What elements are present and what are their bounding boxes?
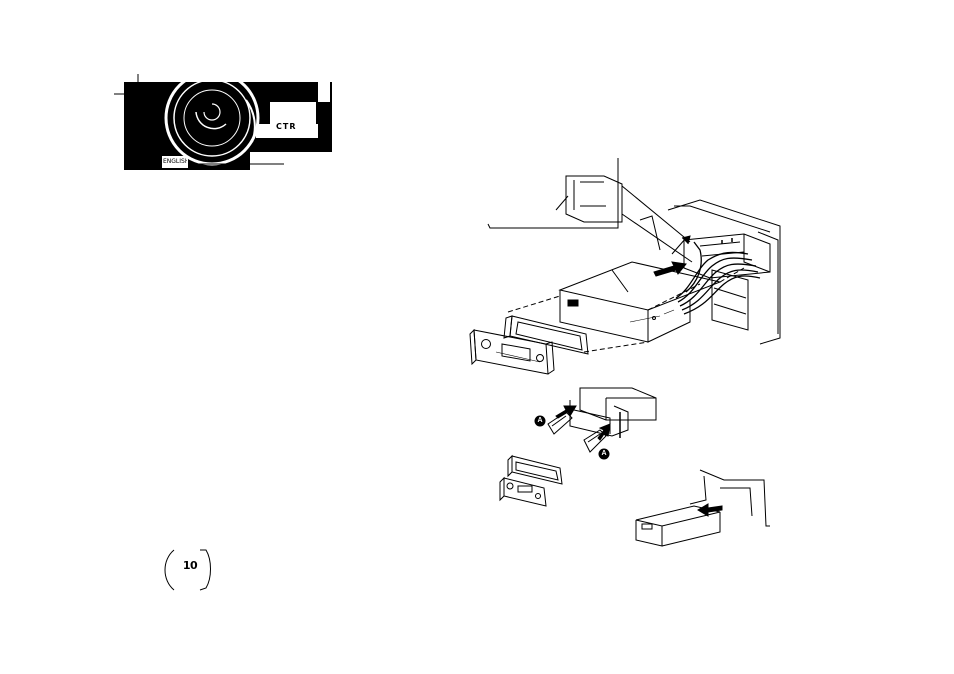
page-number: 10 [170,556,210,576]
